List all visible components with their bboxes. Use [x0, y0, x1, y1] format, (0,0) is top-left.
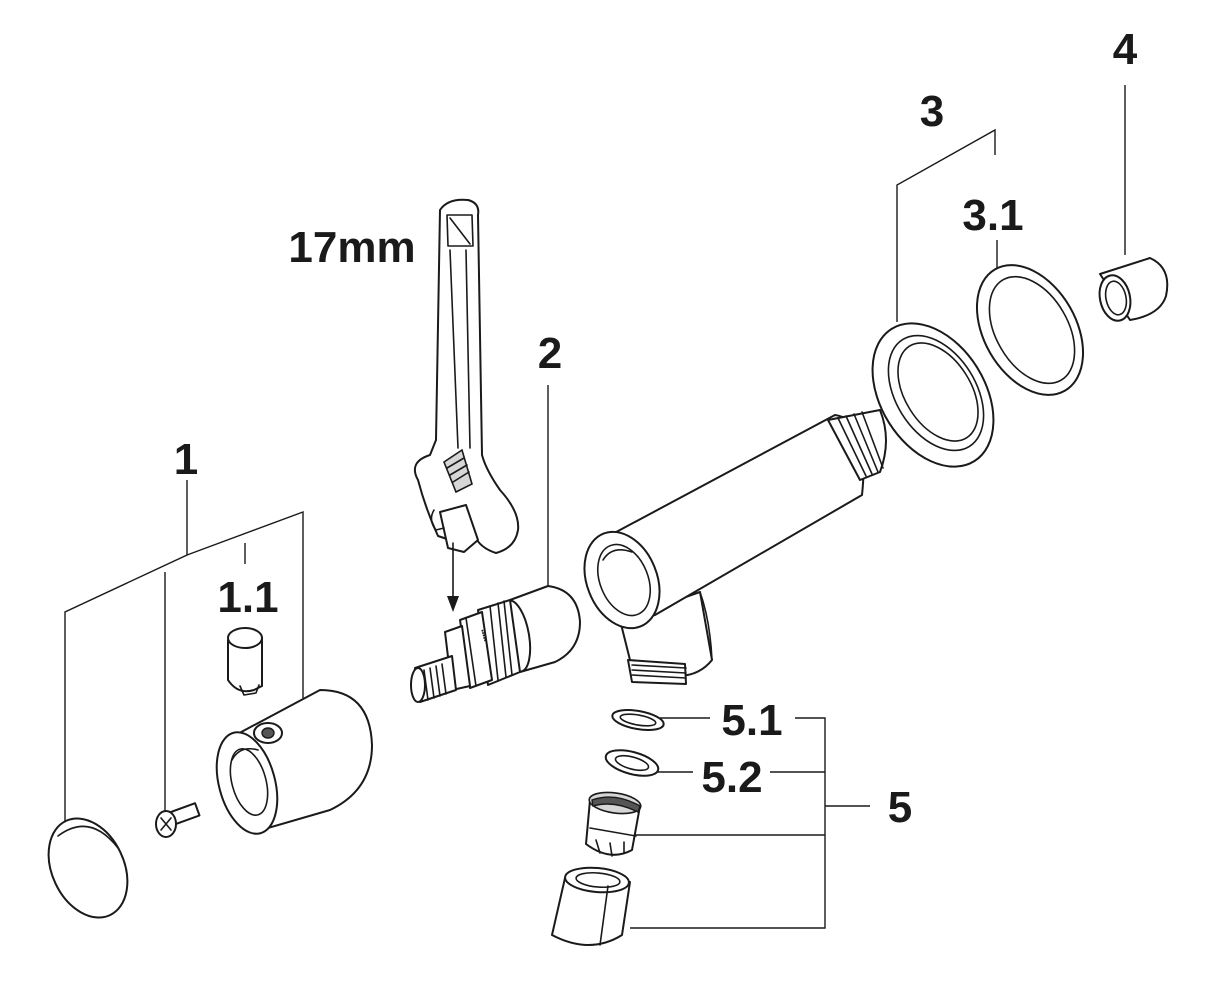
label-1: 1: [174, 435, 198, 484]
outlet-thread: [627, 659, 687, 685]
leader-1-cap: [64, 480, 188, 830]
valve-body: [583, 409, 887, 685]
leader-5-1b: [630, 717, 826, 929]
insert-1-1: [227, 627, 263, 696]
cap-disc: [47, 817, 129, 919]
label-2: 2: [538, 329, 562, 378]
label-5-2: 5.2: [701, 753, 762, 802]
rear-thread: [827, 409, 887, 481]
label-3-1: 3.1: [962, 191, 1023, 240]
washer-5-2: [604, 749, 660, 777]
label-4: 4: [1113, 25, 1138, 74]
label-1-1: 1.1: [217, 573, 278, 622]
wrench-worm-gear: [443, 448, 473, 494]
label-3: 3: [920, 87, 944, 136]
leader-1-body: [186, 510, 304, 698]
svg-text:▪▪▪▪▪: ▪▪▪▪▪: [478, 629, 488, 643]
cartridge: ▪▪▪▪▪: [410, 585, 581, 703]
leader-lines: [64, 85, 1126, 929]
washer-5-1: [611, 709, 665, 731]
aerator: [585, 791, 642, 857]
spout-sleeve: [551, 866, 631, 946]
wrench: [414, 198, 520, 554]
label-5-1: 5.1: [721, 696, 782, 745]
labels: 1 1.1 2 3 3.1 4 5 5.1 5.2 17mm: [174, 25, 1138, 832]
rosette-3: [871, 322, 995, 468]
screw: [155, 802, 201, 838]
sleeve-4: [1098, 257, 1169, 322]
handle-body: [215, 689, 373, 835]
wrench-arrow: [447, 542, 459, 612]
label-5: 5: [888, 783, 912, 832]
leader-3: [896, 128, 996, 322]
ring-3-1: [975, 264, 1085, 396]
label-wrench-size: 17mm: [288, 223, 415, 272]
